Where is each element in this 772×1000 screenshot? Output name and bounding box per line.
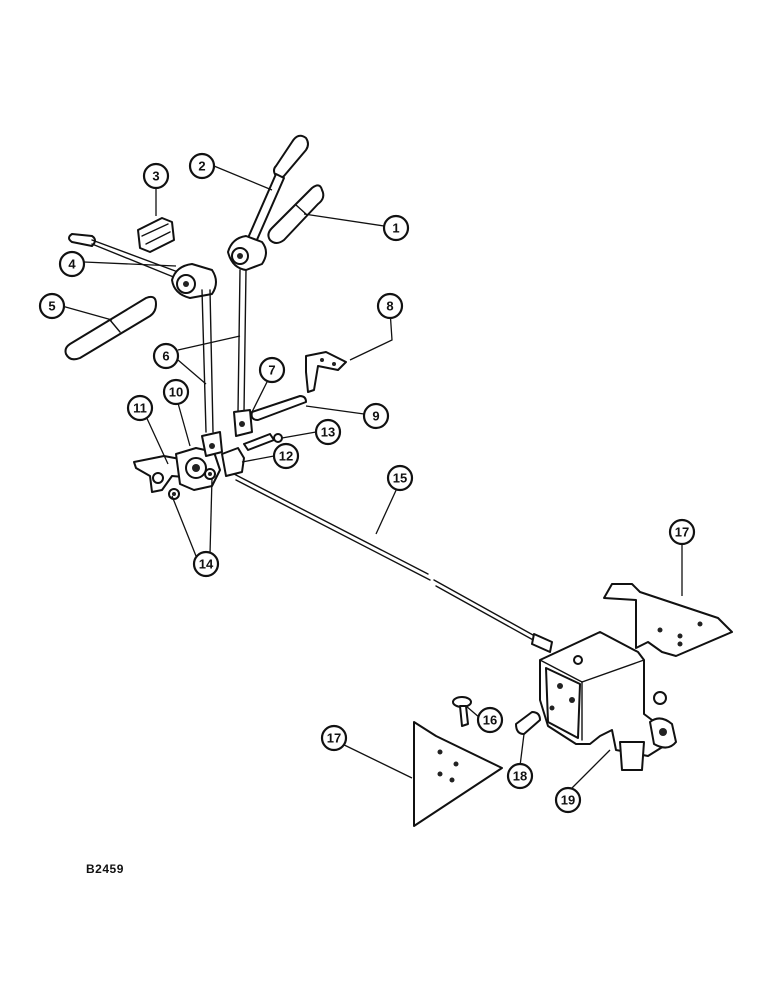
callout-4: 4 [58, 250, 86, 278]
svg-text:8: 8 [386, 299, 393, 314]
part-6-rods [201, 269, 247, 433]
callout-15: 15 [386, 464, 414, 492]
svg-text:6: 6 [162, 349, 169, 364]
callout-16: 16 [476, 706, 504, 734]
callout-17b: 17 [320, 724, 348, 752]
svg-text:17: 17 [327, 731, 341, 746]
svg-text:3: 3 [152, 169, 159, 184]
part-9-pin [250, 395, 307, 421]
callout-13: 13 [314, 418, 342, 446]
svg-text:16: 16 [483, 713, 497, 728]
callout-8: 8 [376, 292, 404, 320]
part-17-plate-upper [603, 583, 733, 657]
svg-text:9: 9 [372, 409, 379, 424]
drawing-code-label: B2459 [86, 862, 124, 876]
part-16-bolt [452, 696, 472, 727]
svg-text:5: 5 [48, 299, 55, 314]
callout-7: 7 [258, 356, 286, 384]
part-1-sleeve [267, 184, 325, 244]
callout-19: 19 [554, 786, 582, 814]
callout-9: 9 [362, 402, 390, 430]
part-7-clevis [233, 409, 253, 437]
callout-14: 14 [192, 550, 220, 578]
callout-18: 18 [506, 762, 534, 790]
mount-assembly [133, 431, 283, 500]
callout-10: 10 [162, 378, 190, 406]
svg-text:12: 12 [279, 449, 293, 464]
callout-12: 12 [272, 442, 300, 470]
svg-text:17: 17 [675, 525, 689, 540]
svg-text:19: 19 [561, 793, 575, 808]
part-2-lever [227, 134, 309, 271]
part-4-lever [68, 233, 217, 299]
svg-text:18: 18 [513, 769, 527, 784]
svg-text:2: 2 [198, 159, 205, 174]
svg-text:11: 11 [133, 401, 147, 416]
svg-text:4: 4 [68, 257, 76, 272]
svg-text:10: 10 [169, 385, 183, 400]
callout-11: 11 [126, 394, 154, 422]
part-5-tube [64, 295, 157, 361]
svg-text:14: 14 [199, 557, 214, 572]
callout-2: 2 [188, 152, 216, 180]
callout-6: 6 [152, 342, 180, 370]
svg-text:7: 7 [268, 363, 275, 378]
part-8-bracket [305, 351, 347, 393]
part-18-pin [515, 711, 541, 735]
part-3-bracket [137, 217, 175, 253]
part-15-rod [233, 473, 553, 653]
callout-3: 3 [142, 162, 170, 190]
svg-text:1: 1 [392, 221, 399, 236]
callout-17a: 17 [668, 518, 696, 546]
part-19-valve-body [539, 631, 677, 771]
callout-5: 5 [38, 292, 66, 320]
callout-1: 1 [382, 214, 410, 242]
svg-text:15: 15 [393, 471, 407, 486]
svg-text:13: 13 [321, 425, 335, 440]
part-17-plate-lower [413, 721, 503, 827]
